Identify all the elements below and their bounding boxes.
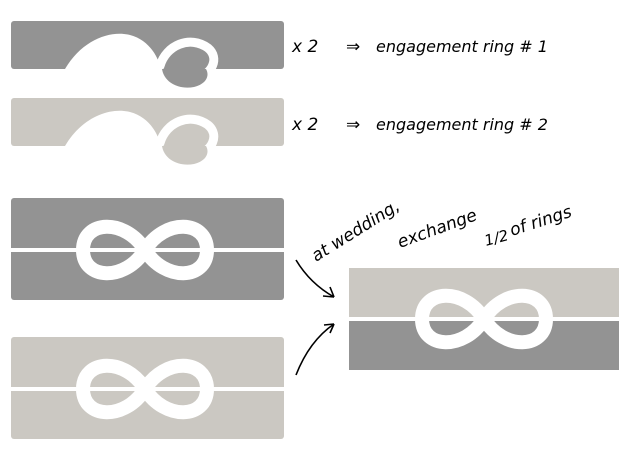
row-1-arrow: ⇒ (346, 37, 360, 57)
row-1-multiplier: x 2 (291, 37, 318, 57)
engagement-ring-1 (11, 21, 284, 88)
ring-1-hump (65, 33, 160, 69)
row-1-label: engagement ring # 1 (376, 37, 548, 56)
note-fraction: 1/2 (482, 226, 510, 250)
row-1-annotation: x 2 ⇒ engagement ring # 1 (291, 37, 548, 57)
combined-ring (349, 268, 619, 370)
row-2-annotation: x 2 ⇒ engagement ring # 2 (291, 115, 548, 135)
row-2-multiplier: x 2 (291, 115, 318, 135)
ring-1-hook (155, 37, 219, 83)
note-line-3: of rings (507, 202, 574, 241)
ring-2-hump (65, 110, 160, 146)
row-2-arrow: ⇒ (346, 115, 360, 135)
wedding-note: at wedding, exchange 1/2 of rings (308, 196, 574, 266)
wedding-ring-light (11, 337, 284, 439)
note-line-2: exchange (395, 205, 480, 252)
ring-2-bulb (162, 146, 208, 165)
engagement-ring-2 (11, 98, 284, 165)
wedding-ring-dark (11, 198, 284, 300)
ring-1-bulb (162, 69, 208, 88)
ring-2-hook (155, 114, 219, 160)
arrow-from-dark-ring (295, 259, 335, 298)
note-line-1: at wedding, (308, 196, 404, 266)
arrow-from-light-ring (295, 323, 335, 376)
row-2-label: engagement ring # 2 (376, 115, 548, 134)
